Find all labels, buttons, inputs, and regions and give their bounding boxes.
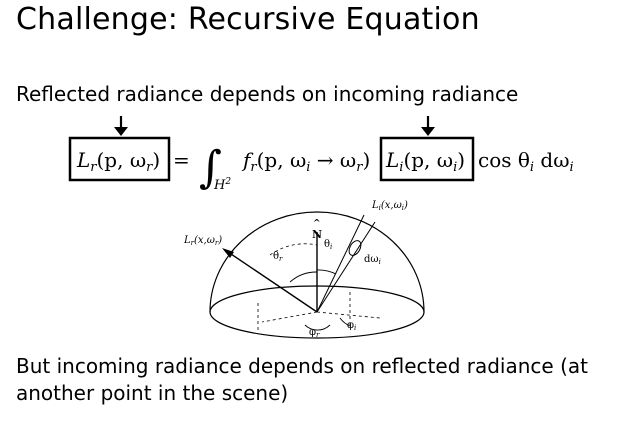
equals-sign: =	[173, 148, 190, 172]
arrow-down-icon	[421, 116, 435, 136]
label-theta-r: θr	[273, 251, 283, 263]
label-phi-r: φr	[309, 327, 320, 339]
label-reflected-radiance: Lr(x,ωr)	[183, 235, 222, 247]
li-highlight-box	[379, 136, 475, 182]
equation-li: Li(p, ωi)	[385, 148, 465, 175]
statement-top: Reflected radiance depends on incoming r…	[16, 82, 519, 106]
equation-lhs: Lr(p, ωr)	[76, 148, 160, 175]
statement-bottom: But incoming radiance depends on reflect…	[16, 354, 588, 405]
equation-brdf: fr(p, ωi → ωr)	[241, 148, 370, 175]
label-phi-i: φi	[347, 320, 356, 332]
slide-title: Challenge: Recursive Equation	[16, 2, 480, 37]
arrow-down-icon	[114, 116, 128, 136]
brdf-diagram	[209, 211, 425, 339]
label-normal: N	[312, 228, 322, 241]
label-incoming-radiance: Li(x,ωi)	[371, 200, 408, 212]
integral-sign: ∫	[199, 142, 222, 193]
integral-domain: H2	[213, 177, 231, 193]
lhs-highlight-box	[68, 136, 171, 182]
label-normal-hat: ^	[313, 219, 321, 229]
label-domega: dωi	[364, 254, 381, 266]
label-theta-i: θi	[324, 239, 332, 251]
equation-cos-term: cos θi dωi	[478, 148, 574, 175]
